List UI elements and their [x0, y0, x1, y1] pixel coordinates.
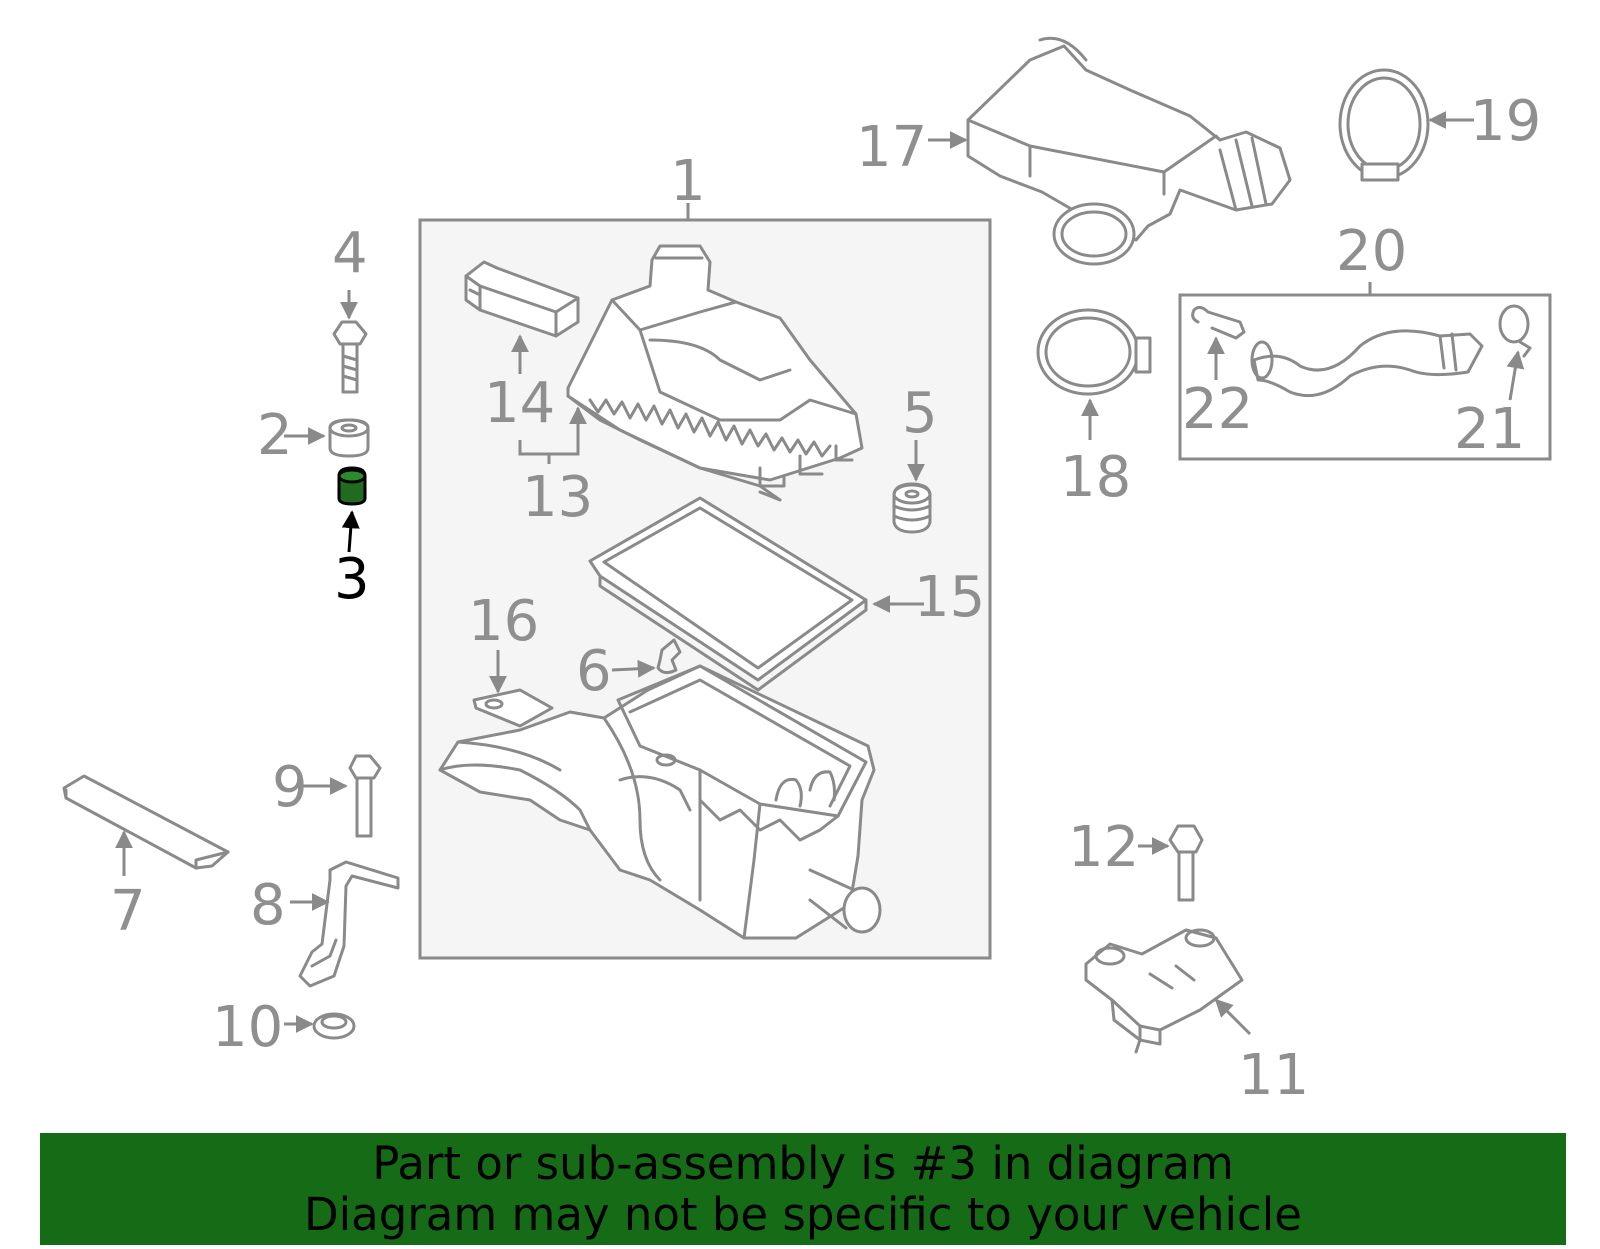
callout-12: 12: [1068, 815, 1139, 880]
callout-16: 16: [468, 589, 539, 654]
callout-22: 22: [1182, 377, 1253, 442]
part-14-sensor: [464, 260, 580, 338]
part-18-clamp: [1036, 308, 1152, 396]
part-10-grommet: [312, 1012, 356, 1040]
callout-18: 18: [1060, 445, 1131, 510]
callout-1: 1: [670, 149, 706, 214]
callout-4: 4: [332, 221, 368, 286]
callout-11: 11: [1238, 1043, 1309, 1108]
callout-13: 13: [522, 465, 593, 530]
part-3-collar-highlighted: [337, 466, 367, 506]
part-11-mount: [1084, 928, 1244, 1054]
part-4-bolt: [332, 320, 368, 394]
part-15-filter: [588, 496, 868, 692]
part-2-washer: [328, 418, 370, 458]
callout-6: 6: [576, 639, 612, 704]
callout-8: 8: [250, 873, 286, 938]
info-banner: Part or sub-assembly is #3 in diagram Di…: [40, 1133, 1566, 1245]
banner-line-2: Diagram may not be specific to your vehi…: [304, 1188, 1302, 1241]
leader-lines: [115, 111, 1525, 1036]
leader-3: [341, 510, 360, 553]
banner-line-1: Part or sub-assembly is #3 in diagram: [372, 1137, 1234, 1190]
callout-14: 14: [484, 371, 555, 436]
callout-9: 9: [272, 755, 308, 820]
callout-19: 19: [1470, 89, 1541, 154]
part-13-upper-cover: [566, 244, 864, 502]
callout-10: 10: [212, 995, 283, 1060]
callout-15: 15: [914, 565, 985, 630]
part-7-pad: [62, 774, 230, 870]
callout-3: 3: [334, 547, 370, 612]
part-16-tab: [472, 688, 554, 728]
part-9-bolt: [348, 754, 382, 838]
part-8-bracket: [298, 860, 400, 988]
callout-7: 7: [110, 879, 146, 944]
callout-5: 5: [902, 381, 938, 446]
callout-labels: 1 2 3 4 5 6 7 8 9 10 11 12 13 14 15 16 1…: [110, 89, 1541, 1108]
callout-2: 2: [257, 403, 293, 468]
part-19-clamp: [1338, 68, 1430, 182]
part-21-clamp: [1498, 304, 1532, 358]
part-20-hose: [1250, 329, 1484, 398]
part-17-intake-duct: [966, 36, 1292, 266]
part-6-clip: [656, 638, 682, 675]
callout-21: 21: [1454, 397, 1525, 462]
part-1-lower-case: [438, 664, 882, 940]
part-5-insulator: [892, 482, 932, 534]
callout-17: 17: [856, 115, 927, 180]
part-22-clamp: [1191, 305, 1246, 340]
callout-20: 20: [1336, 219, 1407, 284]
part-12-bolt: [1168, 824, 1204, 902]
